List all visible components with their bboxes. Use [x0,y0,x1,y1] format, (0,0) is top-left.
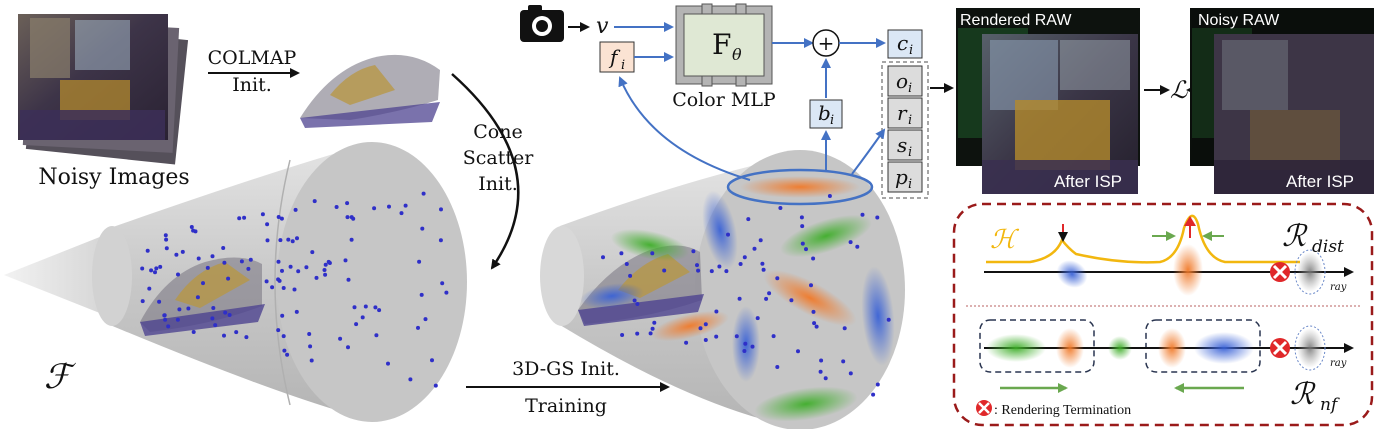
attr-p-sub: i [908,177,912,192]
colmap-label: COLMAP [208,47,297,69]
feature-box [599,41,635,73]
r-dist-sub: dist [1312,237,1344,257]
rendered-raw-label: Rendered RAW [960,12,1072,29]
field-symbol: ℱ [44,357,77,397]
camera-icon [520,5,564,42]
left-scene-cloud [140,257,265,336]
near-far-regularizer [979,319,1354,393]
attr-r: r [897,101,908,125]
distortion-regularizer [984,214,1354,296]
cone-scatter-arrow [451,73,520,270]
x-mark-icon-2 [1270,338,1290,358]
bias-sub: i [830,113,834,128]
right-scatter-points [601,194,891,397]
scatter-label: Scatter [463,147,534,169]
color-mlp-label: Color MLP [672,89,776,111]
loss-symbol: ℒ [1170,76,1188,104]
color-sub: i [909,43,913,58]
attr-o-sub: i [908,81,912,96]
sparse-point-cloud [300,54,440,128]
attr-r-sub: i [908,113,912,128]
attribute-stack [887,65,923,193]
regularization-panel [952,202,1374,427]
scatter-init-label: Init. [478,173,518,195]
bias-var: b [818,101,831,125]
cone-label: Cone [473,121,522,143]
ray-label-2: ray [1330,358,1347,369]
feat-sub: i [621,58,625,73]
colmap-init-label: Init. [232,74,272,96]
gaussian-splats [580,176,895,422]
color-box [887,29,923,59]
attr-s-sub: i [908,145,912,160]
view-var: v [596,14,609,39]
rendered-raw-image [956,8,1140,194]
mlp-sub: θ [732,45,742,64]
plus-sign: + [818,31,835,55]
noisy-image-stack [18,14,189,165]
termination-legend: : Rendering Termination [994,403,1131,418]
entropy-symbol: ℋ [990,225,1020,255]
training-label: Training [525,395,607,417]
left-scatter-points [140,191,449,388]
bias-box [809,99,843,129]
ray-label-1: ray [1330,282,1347,293]
color-mlp-block [675,3,773,87]
after-isp-label-2: After ISP [1286,172,1354,191]
r-dist-symbol: ℛ [1282,219,1308,254]
gaussian-to-attrs-arrow [851,128,886,175]
after-isp-label-1: After ISP [1054,172,1122,191]
r-nf-symbol: ℛ [1290,377,1316,412]
r-nf-sub: nf [1320,395,1340,415]
train-init-label: 3D-GS Init. [512,358,620,380]
attr-o: o [896,69,908,93]
gaussian-to-feature-arrow [618,76,751,181]
x-mark-icon [1270,262,1290,282]
noisy-images-label: Noisy Images [38,165,189,190]
color-var: c [897,31,908,55]
noisy-raw-label: Noisy RAW [1198,12,1280,29]
mlp-symbol: F [712,28,731,61]
legend-x-mark-icon [976,400,992,416]
selected-gaussian-outline [726,168,874,206]
noisy-raw-image [1190,8,1374,194]
attr-s: s [897,133,907,157]
attr-p: p [895,165,908,189]
